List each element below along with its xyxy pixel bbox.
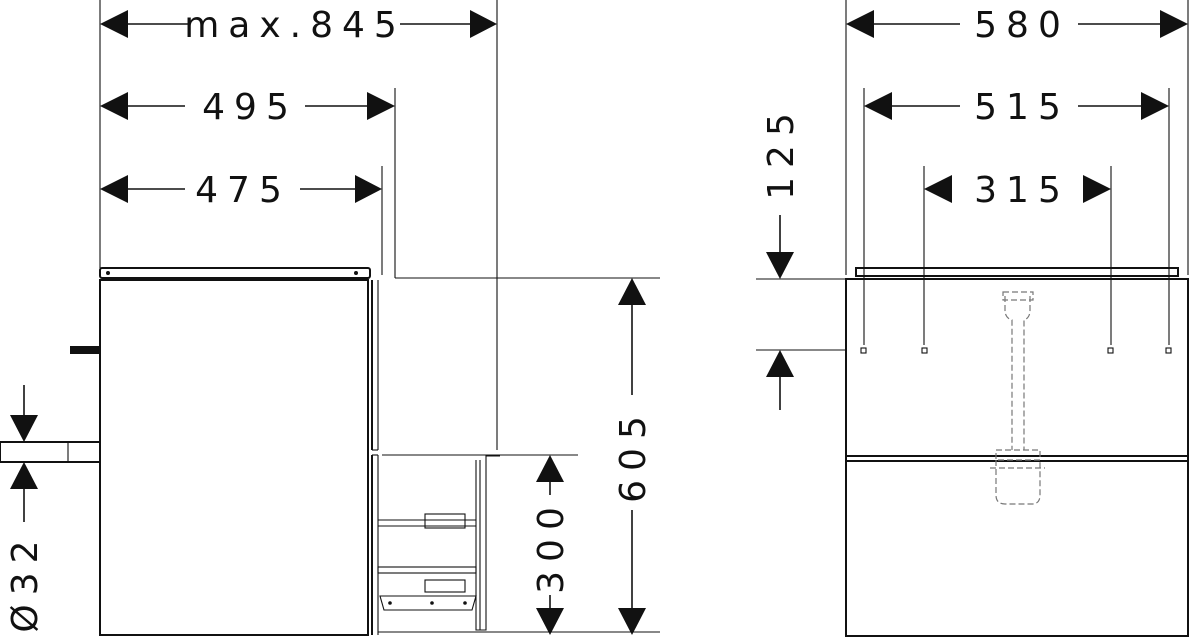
dim-label-125: 125: [761, 104, 802, 200]
cabinet-side: [0, 267, 660, 636]
dimension-hole-outer: 515: [864, 87, 1169, 128]
dim-label-max-845: max.845: [184, 5, 406, 46]
dimension-width: 580: [846, 5, 1188, 46]
dimension-max-depth: max.845: [100, 5, 497, 46]
dim-label-475: 475: [195, 170, 291, 211]
drawer-open: [377, 454, 660, 633]
dim-label-580: 580: [974, 5, 1070, 46]
side-view: max.845 495 475: [0, 0, 660, 636]
dim-label-605: 605: [613, 407, 654, 503]
dimension-top-depth: 495: [100, 87, 395, 128]
front-view: 580 515 315 125: [756, 0, 1189, 637]
dim-label-315: 315: [974, 170, 1070, 211]
dimension-hole-inner: 315: [924, 170, 1111, 211]
dim-label-515: 515: [974, 87, 1070, 128]
dimension-drawer-height: 300: [531, 455, 572, 635]
dimension-pipe-diameter: Ø32: [5, 385, 46, 633]
dimension-body-depth: 475: [100, 170, 382, 211]
siphon-hidden: [990, 291, 1045, 505]
cabinet-front: [845, 267, 1189, 637]
dim-label-495: 495: [202, 87, 298, 128]
dim-label-300: 300: [531, 498, 572, 594]
dimension-hole-offset: 125: [756, 104, 846, 410]
dim-label-diameter-32: Ø32: [5, 531, 46, 632]
dimension-height: 605: [613, 278, 654, 635]
